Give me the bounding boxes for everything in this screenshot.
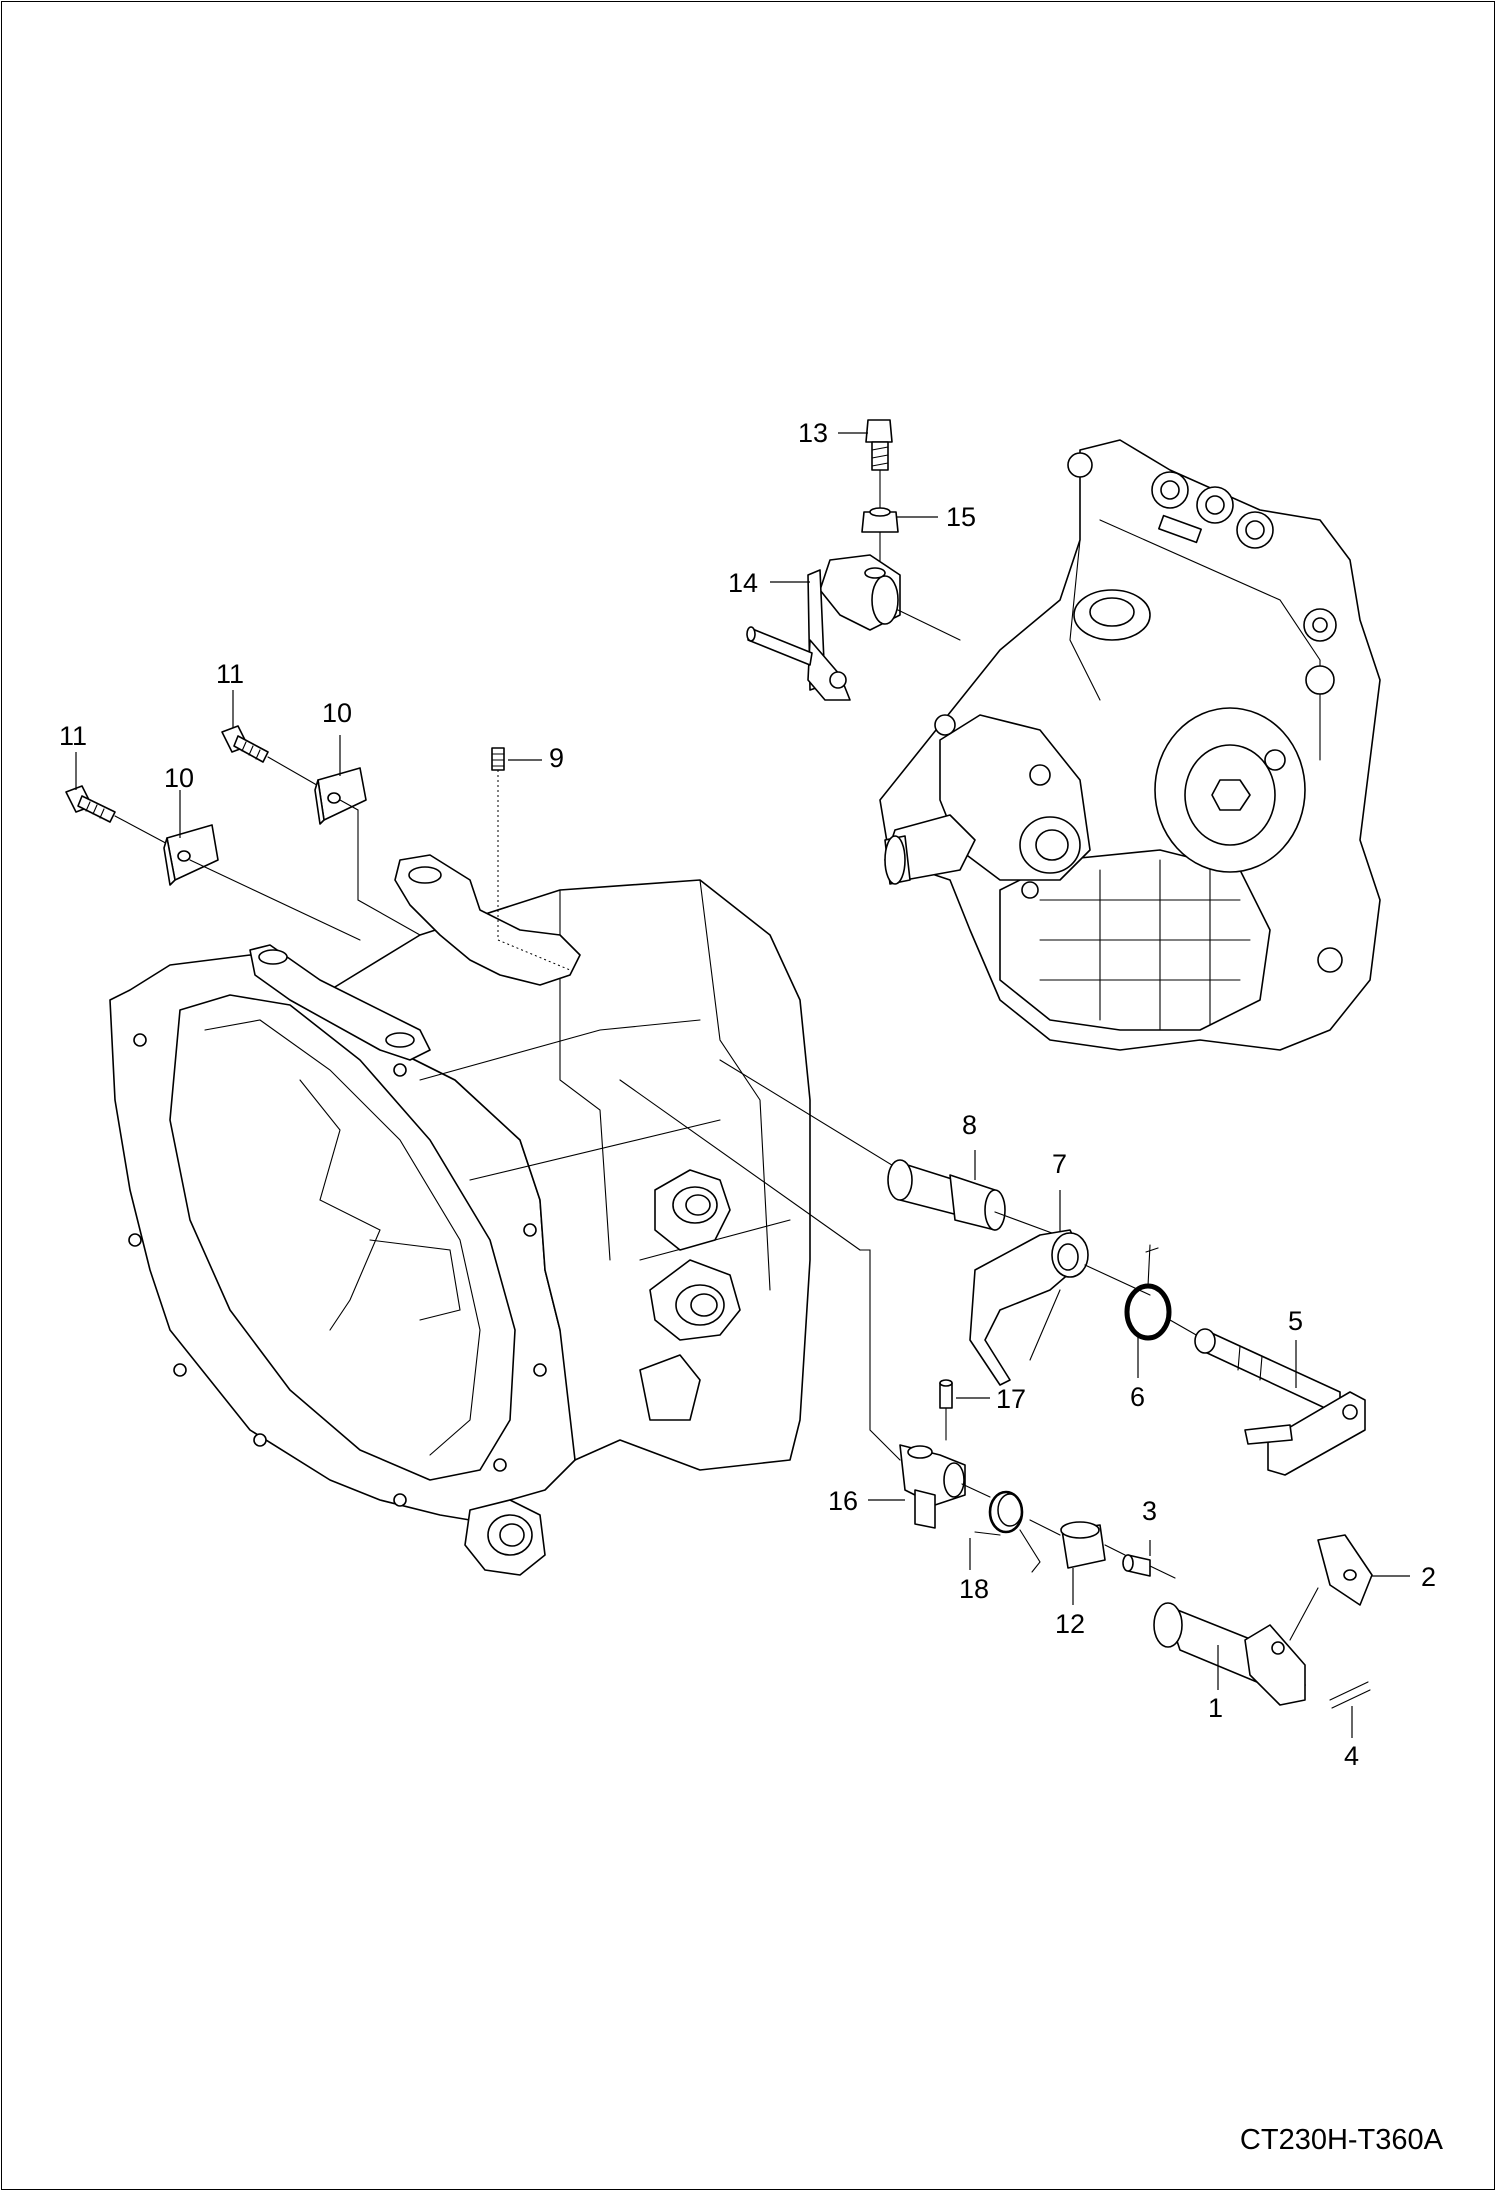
callout-11-b: 11 — [216, 659, 244, 689]
part-11-bolt-a — [65, 785, 116, 823]
part-17-pin — [939, 1379, 953, 1409]
part-16-arm — [899, 1444, 966, 1529]
callout-labels: 13 15 14 9 11 11 10 10 8 7 6 5 17 16 18 … — [59, 418, 1436, 1771]
part-11-bolt-b — [221, 725, 269, 763]
callout-10-b: 10 — [322, 698, 352, 728]
part-5-shaft — [1194, 1328, 1366, 1476]
callout-5: 5 — [1288, 1306, 1303, 1336]
callout-3: 3 — [1142, 1496, 1157, 1526]
part-8-bushing — [887, 1159, 1006, 1231]
callout-13: 13 — [798, 418, 828, 448]
callout-12: 12 — [1055, 1609, 1085, 1639]
part-7-fork — [969, 1229, 1089, 1386]
callout-4: 4 — [1344, 1741, 1359, 1771]
callout-8: 8 — [962, 1110, 977, 1140]
part-14-arm — [746, 554, 901, 701]
callout-16: 16 — [828, 1486, 858, 1516]
callout-17: 17 — [996, 1384, 1026, 1414]
part-3-pin — [1122, 1554, 1151, 1577]
part-13-bolt — [865, 419, 893, 471]
part-10-plate-b — [314, 767, 367, 825]
callout-10-a: 10 — [164, 763, 194, 793]
callout-15: 15 — [946, 502, 976, 532]
part-10-plate-a — [163, 824, 219, 886]
callout-6: 6 — [1130, 1382, 1145, 1412]
part-2-plate — [1289, 1534, 1373, 1641]
part-15-nut — [861, 507, 899, 533]
bell-housing — [109, 854, 811, 1576]
drawing-code: CT230H-T360A — [1239, 2124, 1443, 2156]
callout-14: 14 — [728, 568, 758, 598]
callout-18: 18 — [959, 1574, 989, 1604]
part-9-pin — [491, 747, 505, 771]
callout-7: 7 — [1052, 1149, 1067, 1179]
part-18-spring — [974, 1490, 1041, 1573]
part-6-spring — [1124, 1244, 1172, 1341]
callout-11-a: 11 — [59, 721, 87, 751]
transmission-assembly — [879, 439, 1381, 1051]
callout-1: 1 — [1208, 1693, 1223, 1723]
part-4-clip — [1329, 1681, 1371, 1709]
part-12-bushing — [1060, 1521, 1106, 1569]
callout-9: 9 — [549, 743, 564, 773]
part-1-shaft — [1153, 1602, 1306, 1706]
callout-2: 2 — [1421, 1562, 1436, 1592]
